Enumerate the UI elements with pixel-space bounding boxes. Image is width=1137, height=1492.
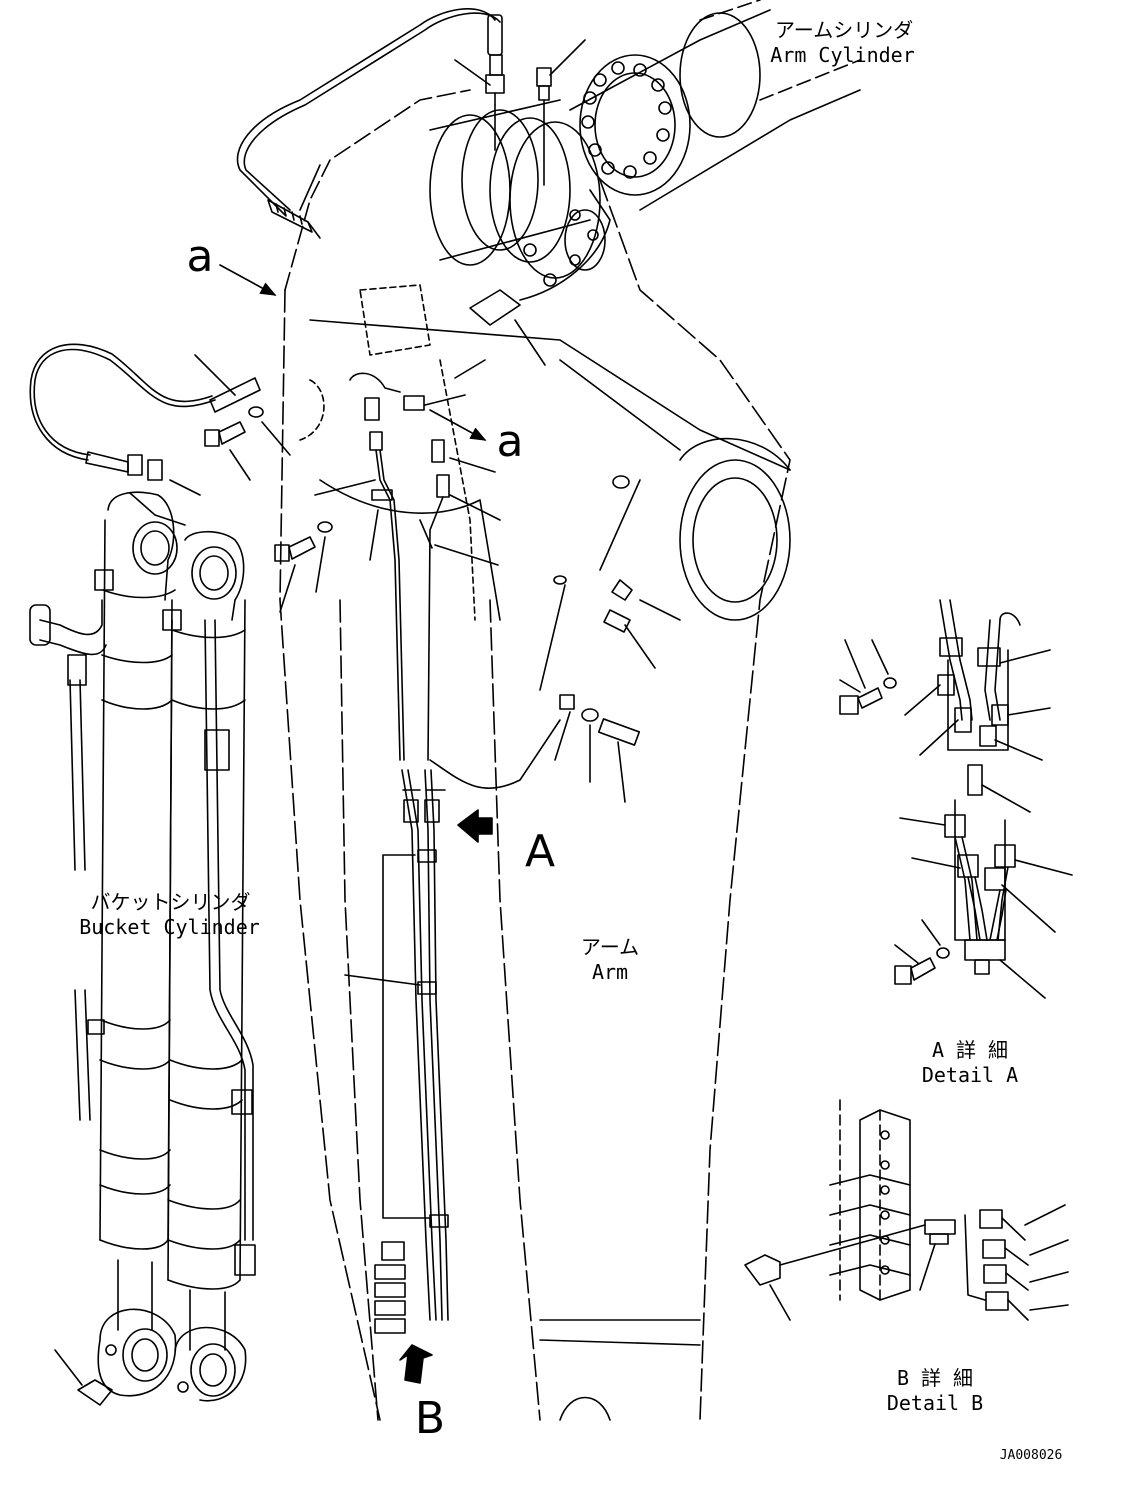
arm-label-en: Arm [591, 960, 629, 984]
detail-a-drawing [839, 599, 1073, 999]
arm-label-jp: アーム [580, 935, 640, 959]
section-arrows [219, 264, 487, 441]
section-a-label-right: a [496, 416, 524, 467]
detail-a-label-jp: A 詳 細 [931, 1038, 1009, 1062]
bucket-cylinder-label-jp: バケットシリンダ [90, 890, 251, 914]
arm-cylinder-label-jp: アームシリンダ [775, 18, 914, 42]
arm-tubes [344, 769, 449, 1334]
left-hose [29, 343, 261, 496]
arm-cylinder-label-en: Arm Cylinder [770, 43, 915, 67]
drawing-number: JA008026 [999, 1448, 1063, 1463]
view-arrows [399, 809, 493, 1384]
top-hose [236, 8, 586, 239]
detail-b-drawing [744, 1099, 1069, 1321]
detail-b-label-en: Detail B [886, 1391, 984, 1415]
view-b-label: B [414, 1393, 446, 1444]
bolts-and-washers [204, 406, 333, 613]
bucket-cylinder-label-en: Bucket Cylinder [79, 915, 260, 939]
detail-a-label-en: Detail A [921, 1063, 1019, 1087]
side-hose [429, 475, 681, 803]
cylinder-head [429, 99, 611, 301]
arm-cylinder [569, 0, 861, 211]
bucket-cylinder [29, 491, 256, 1406]
arm-body [279, 89, 791, 1421]
view-a-label: A [524, 826, 556, 877]
section-a-label-top: a [186, 231, 214, 282]
detail-b-label-jp: B 詳 細 [896, 1366, 974, 1390]
central-fittings [314, 289, 546, 761]
